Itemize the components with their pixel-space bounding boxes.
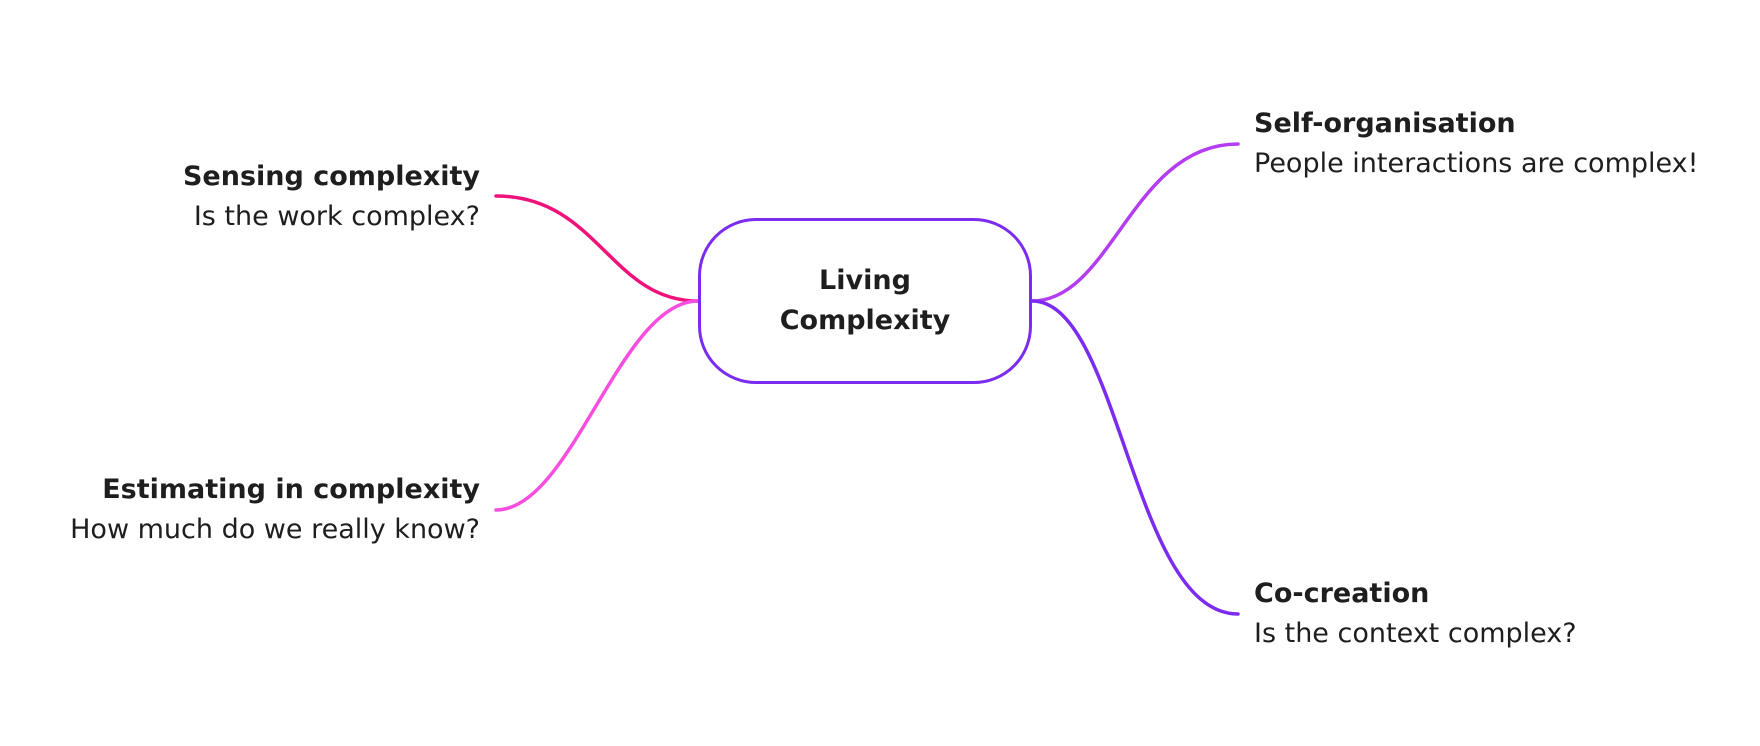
branch-title: Sensing complexity — [182, 161, 480, 192]
branch-title: Self-organisation — [1254, 108, 1516, 139]
branch-sensing-complexity[interactable]: Sensing complexity Is the work complex? — [183, 157, 480, 237]
branch-subtitle: People interactions are complex! — [1254, 148, 1699, 179]
connector-estimating — [494, 299, 700, 512]
connector-self — [1030, 142, 1240, 303]
central-topic-node[interactable]: Living Complexity — [698, 218, 1032, 384]
central-topic-title: Living Complexity — [779, 265, 951, 336]
branch-estimating-in-complexity[interactable]: Estimating in complexity How much do we … — [70, 470, 480, 550]
branch-title: Co-creation — [1254, 578, 1430, 609]
branch-subtitle: Is the context complex? — [1254, 618, 1577, 649]
branch-co-creation[interactable]: Co-creation Is the context complex? — [1254, 574, 1577, 654]
branch-self-organisation[interactable]: Self-organisation People interactions ar… — [1254, 104, 1698, 184]
branch-subtitle: Is the work complex? — [193, 201, 480, 232]
branch-subtitle: How much do we really know? — [70, 514, 480, 545]
connector-sensing — [494, 194, 700, 303]
connector-cocreation — [1030, 299, 1240, 616]
branch-title: Estimating in complexity — [102, 474, 480, 505]
